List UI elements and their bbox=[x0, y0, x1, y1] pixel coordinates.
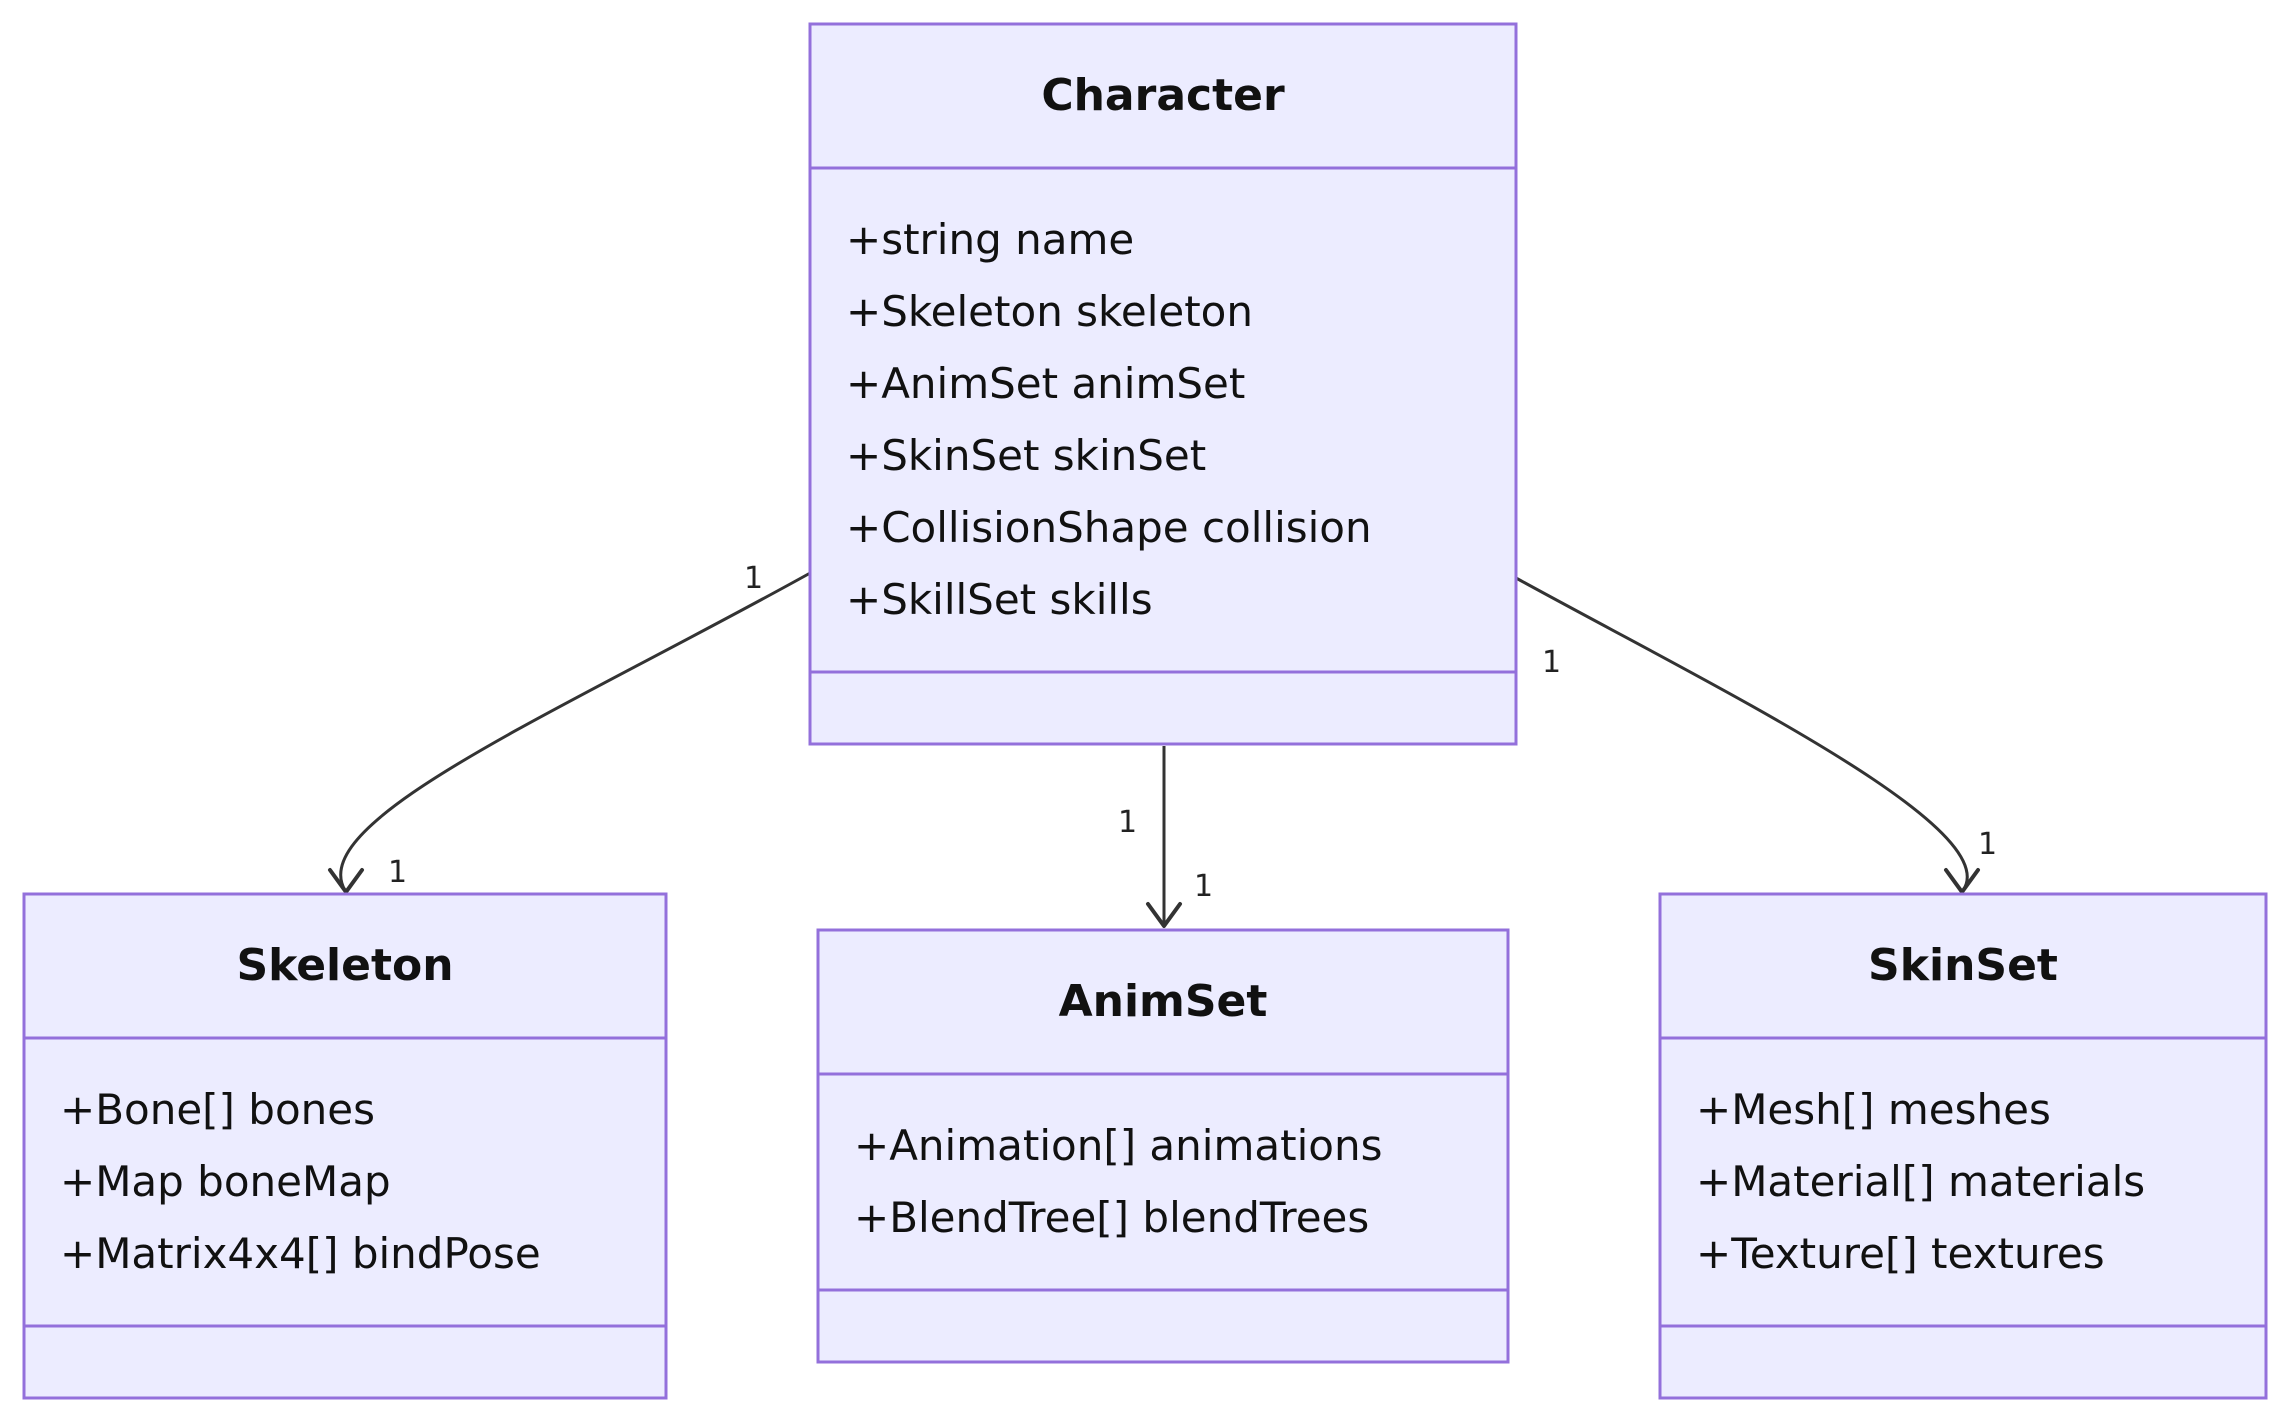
relation-character-skinset: 1 1 bbox=[1515, 576, 1997, 894]
class-attribute: +Map boneMap bbox=[60, 1157, 391, 1206]
class-animset: AnimSet +Animation[] animations +BlendTr… bbox=[816, 928, 1510, 1364]
class-attribute: +SkinSet skinSet bbox=[846, 431, 1206, 480]
class-skinset: SkinSet +Mesh[] meshes +Material[] mater… bbox=[1658, 892, 2268, 1400]
class-attribute: +Matrix4x4[] bindPose bbox=[60, 1229, 541, 1278]
class-attribute: +AnimSet animSet bbox=[846, 359, 1245, 408]
class-title: Character bbox=[1041, 70, 1285, 121]
multiplicity-character-end: 1 bbox=[1118, 805, 1137, 840]
edge-character-skinset bbox=[1515, 576, 1969, 893]
edge-character-skeleton bbox=[339, 570, 813, 893]
multiplicity-character-end: 1 bbox=[744, 561, 763, 596]
class-attribute: +SkillSet skills bbox=[846, 575, 1153, 624]
multiplicity-character-end: 1 bbox=[1542, 645, 1561, 680]
class-attribute: +Animation[] animations bbox=[854, 1121, 1382, 1170]
class-attribute: +Bone[] bones bbox=[60, 1085, 375, 1134]
class-attribute: +Mesh[] meshes bbox=[1696, 1085, 2051, 1134]
class-title: Skeleton bbox=[236, 940, 453, 991]
class-title: AnimSet bbox=[1059, 976, 1268, 1027]
class-title: SkinSet bbox=[1868, 940, 2058, 991]
class-attribute: +BlendTree[] blendTrees bbox=[854, 1193, 1369, 1242]
class-attribute: +Material[] materials bbox=[1696, 1157, 2145, 1206]
class-skeleton: Skeleton +Bone[] bones +Map boneMap +Mat… bbox=[22, 892, 668, 1400]
relation-character-animset: 1 1 bbox=[1118, 746, 1213, 928]
multiplicity-skinset-end: 1 bbox=[1978, 827, 1997, 862]
class-box bbox=[808, 22, 1518, 746]
multiplicity-animset-end: 1 bbox=[1194, 869, 1213, 904]
arrowhead-animset bbox=[1146, 902, 1182, 928]
class-attribute: +Skeleton skeleton bbox=[846, 287, 1253, 336]
class-box bbox=[1658, 892, 2268, 1400]
multiplicity-skeleton-end: 1 bbox=[388, 855, 407, 890]
class-attribute: +string name bbox=[846, 215, 1134, 264]
class-attribute: +CollisionShape collision bbox=[846, 503, 1372, 552]
class-character: Character +string name +Skeleton skeleto… bbox=[808, 22, 1518, 746]
arrowhead-skinset bbox=[1944, 868, 1980, 894]
class-box bbox=[22, 892, 668, 1400]
class-attribute: +Texture[] textures bbox=[1696, 1229, 2105, 1278]
relation-character-skeleton: 1 1 bbox=[328, 561, 813, 894]
arrowhead-skeleton bbox=[328, 868, 364, 894]
